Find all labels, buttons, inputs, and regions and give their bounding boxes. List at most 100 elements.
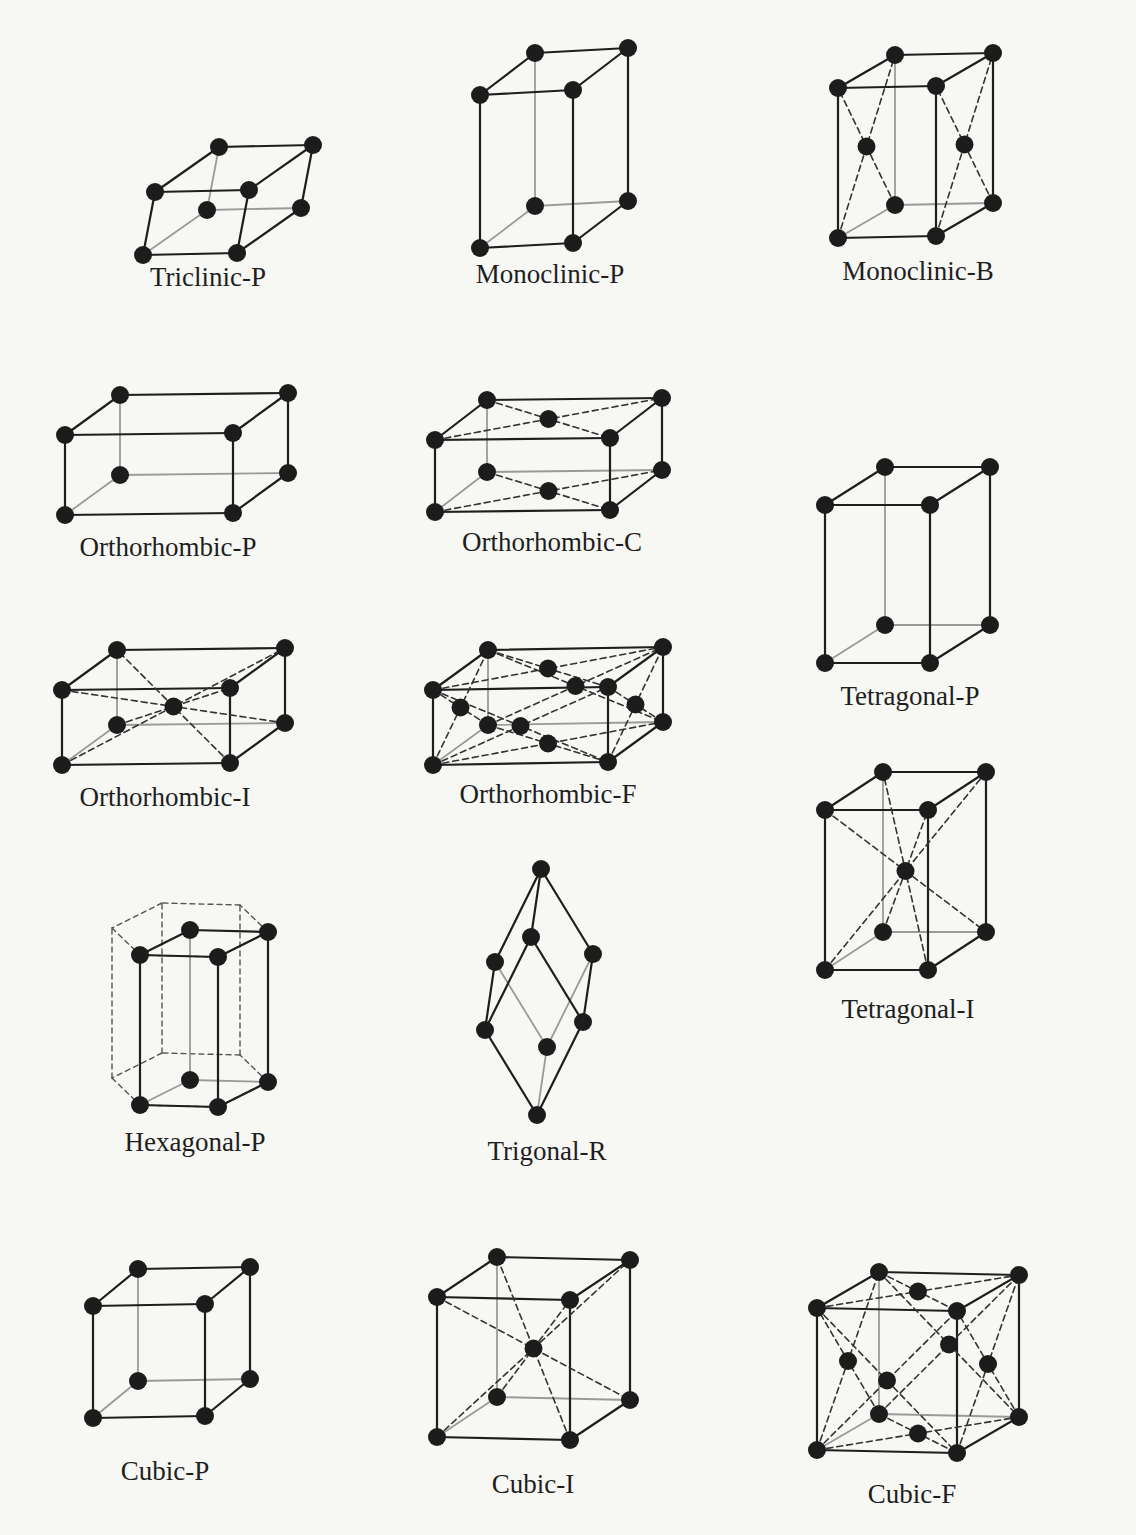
cell-edge: [230, 723, 285, 763]
cell-edge: [64, 435, 66, 515]
cell-edge: [161, 903, 162, 1053]
lattice-point: [522, 928, 540, 946]
cell-edge: [155, 147, 219, 192]
centering-line: [62, 690, 285, 723]
lattice-point: [601, 429, 619, 447]
lattice-point: [528, 1106, 546, 1124]
cell-edge: [65, 395, 120, 435]
lattice-point: [927, 77, 945, 95]
lattice-point: [599, 753, 617, 771]
lattice-point: [977, 923, 995, 941]
lattice-point: [858, 138, 876, 156]
lattice-point: [428, 1428, 446, 1446]
lattice-point: [131, 946, 149, 964]
lattice-point: [292, 199, 310, 217]
lattice-point: [984, 44, 1002, 62]
lattice-point: [897, 862, 915, 880]
cell-edge: [928, 932, 986, 970]
lattice-point: [909, 1283, 927, 1301]
lattice-point: [134, 246, 152, 264]
centering-line: [825, 810, 986, 932]
centering-line: [838, 55, 895, 238]
lattice-point: [876, 616, 894, 634]
cell-edge: [569, 1300, 571, 1440]
lattice-point: [619, 39, 637, 57]
cell-edge: [120, 473, 288, 475]
lattice-point: [304, 136, 322, 154]
lattice-point: [108, 641, 126, 659]
lattice-point: [981, 458, 999, 476]
cell-edge: [825, 969, 928, 971]
cell-edge: [140, 955, 218, 957]
cell-edge: [233, 393, 288, 433]
cell-edge: [140, 955, 218, 957]
lattice-point: [240, 181, 258, 199]
lattice-point: [488, 1388, 506, 1406]
lattice-point: [808, 1441, 826, 1459]
cell-edge: [190, 930, 268, 932]
cell-edge: [61, 690, 63, 765]
lattice-point: [538, 1038, 556, 1056]
lattice-point: [948, 1302, 966, 1320]
cell-edge: [112, 1053, 162, 1078]
centering-line: [117, 650, 230, 763]
lattice-point: [221, 754, 239, 772]
cell-edge: [433, 762, 608, 765]
lattice-point: [131, 1096, 149, 1114]
cell-edge: [535, 48, 628, 53]
cell-edge: [301, 145, 313, 208]
lattice-point: [874, 923, 892, 941]
cell-edge: [879, 1272, 1019, 1275]
lattice-point: [584, 945, 602, 963]
cell-edge: [487, 398, 662, 400]
cell-edge: [138, 1267, 250, 1269]
lattice-label: Orthorhombic-I: [80, 783, 251, 813]
lattice-point: [886, 46, 904, 64]
cell-edge: [531, 869, 541, 937]
cell-edge: [883, 771, 986, 773]
lattice-point: [567, 677, 585, 695]
cell-edge: [825, 467, 885, 505]
lattice-label: Orthorhombic-F: [460, 780, 637, 810]
cell-edge: [838, 236, 936, 238]
lattice-point: [816, 654, 834, 672]
cell-edge: [534, 53, 536, 206]
lattice-lines: [62, 48, 1019, 1453]
cell-edge: [825, 809, 928, 811]
cell-edge: [583, 954, 593, 1022]
centering-line: [817, 1275, 1019, 1308]
lattice-point: [574, 1013, 592, 1031]
cell-edge: [824, 505, 826, 663]
cell-edge: [496, 1257, 498, 1397]
lattice-point: [874, 763, 892, 781]
cell-edge: [572, 90, 574, 243]
cell-edge: [190, 1080, 268, 1082]
lattice-label: Orthorhombic-C: [462, 528, 642, 558]
cell-edge: [143, 192, 155, 255]
cell-edge: [884, 467, 886, 625]
cell-edge: [435, 472, 487, 512]
centering-line: [488, 647, 663, 725]
centering-line: [433, 687, 608, 765]
cell-edge: [488, 647, 663, 650]
cell-edge: [992, 53, 994, 203]
centering-line: [433, 690, 488, 725]
lattice-label: Cubic-P: [121, 1457, 210, 1487]
lattice-point: [878, 1372, 896, 1390]
lattice-point: [886, 196, 904, 214]
lattice-point: [84, 1297, 102, 1315]
cell-edge: [878, 1272, 880, 1414]
lattice-point: [1010, 1408, 1028, 1426]
cell-edge: [570, 1400, 630, 1440]
lattice-point: [56, 506, 74, 524]
cell-edge: [894, 55, 896, 205]
cell-edge: [882, 772, 884, 932]
lattice-point: [209, 1098, 227, 1116]
lattice-point: [654, 713, 672, 731]
cell-edge: [480, 90, 573, 95]
lattice-point: [525, 1340, 543, 1358]
lattice-point: [816, 801, 834, 819]
lattice-point: [276, 714, 294, 732]
lattice-point: [870, 1263, 888, 1281]
lattice-point: [241, 1258, 259, 1276]
